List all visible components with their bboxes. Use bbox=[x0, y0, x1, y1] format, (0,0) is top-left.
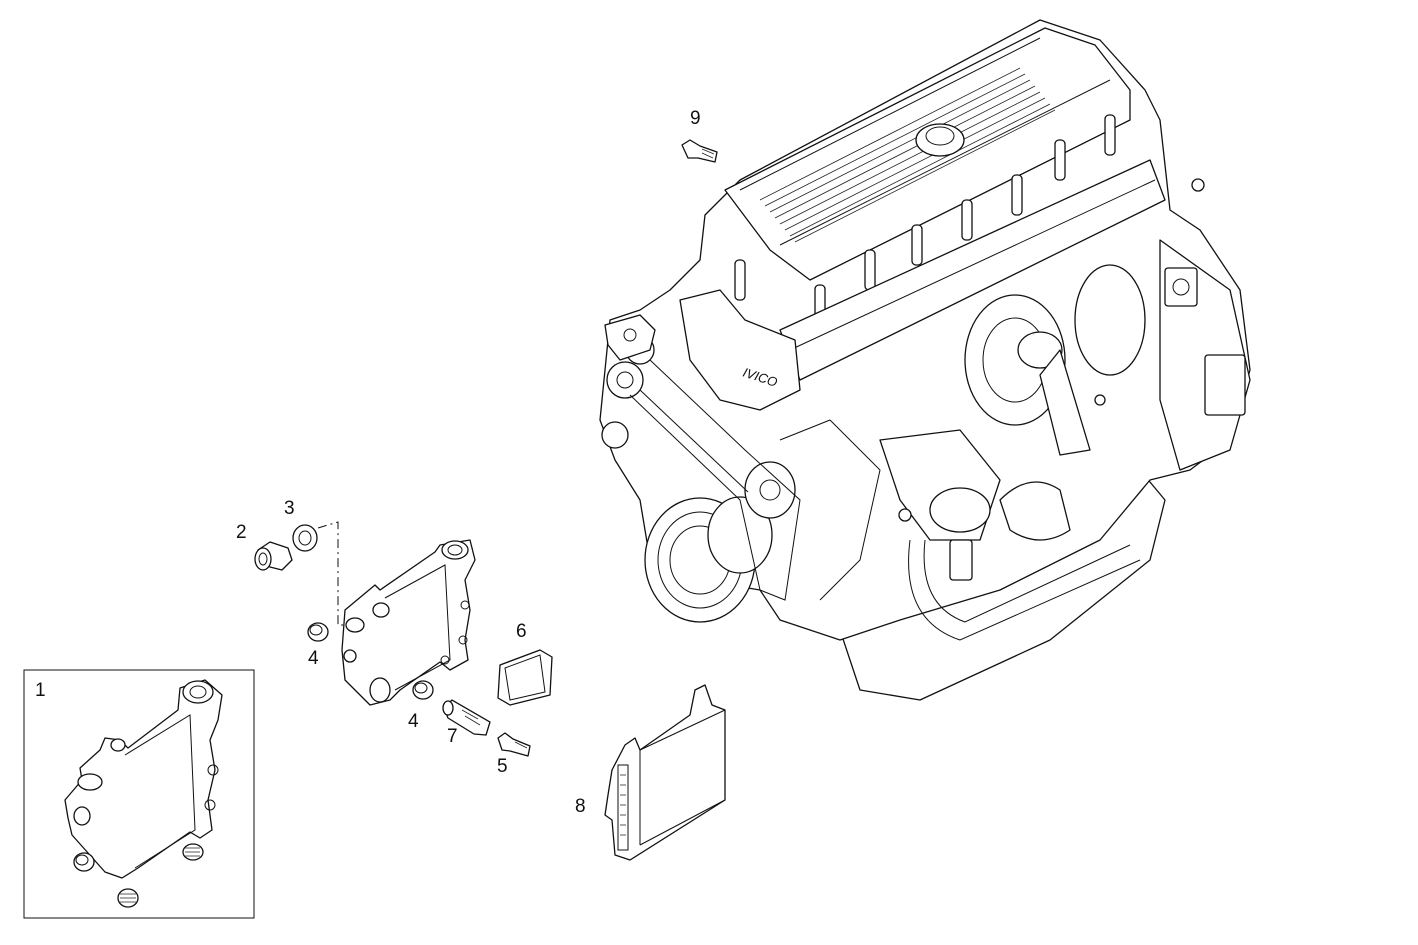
part-1-inset-frame bbox=[23, 669, 255, 919]
callout-8: 8 bbox=[575, 796, 586, 817]
callout-2: 2 bbox=[236, 522, 247, 543]
callout-5: 5 bbox=[497, 756, 508, 777]
callout-6: 6 bbox=[516, 621, 527, 642]
callout-4-upper: 4 bbox=[308, 648, 319, 669]
part-4-plug-upper bbox=[307, 622, 329, 642]
part-8-ecu bbox=[604, 684, 726, 861]
coolant-fitting bbox=[1191, 178, 1205, 192]
engine-assembly: IVICO bbox=[599, 19, 1251, 701]
part-9-screw bbox=[681, 139, 718, 163]
part-3-seal-ring bbox=[292, 524, 318, 552]
exhaust-pipe bbox=[999, 481, 1071, 541]
callout-3: 3 bbox=[284, 498, 295, 519]
coolant-hose bbox=[908, 539, 1141, 641]
part-7-sensor bbox=[442, 699, 491, 736]
callout-4-lower: 4 bbox=[408, 711, 419, 732]
injector-pipes bbox=[734, 114, 1116, 326]
turbocharger bbox=[964, 264, 1146, 456]
thermostat-housing bbox=[679, 289, 801, 411]
drive-belt bbox=[629, 359, 801, 601]
part-1-plug-right bbox=[182, 843, 204, 861]
heat-exchanger-housing bbox=[341, 539, 476, 706]
rocker-cover-ribs bbox=[759, 67, 1056, 243]
callout-1: 1 bbox=[35, 680, 46, 701]
oil-filler-cap bbox=[915, 123, 965, 157]
engine-mount-front bbox=[604, 314, 656, 361]
part-1-plug-left bbox=[73, 852, 95, 872]
part-1-plug-bottom bbox=[117, 888, 139, 908]
callout-9: 9 bbox=[690, 108, 701, 129]
flywheel-housing bbox=[1159, 239, 1251, 471]
part-6-gasket bbox=[497, 649, 553, 706]
part-1-assembly bbox=[64, 679, 223, 879]
part-5-screw bbox=[497, 732, 531, 757]
crankshaft-pulley bbox=[644, 496, 773, 623]
part-4-plug-lower bbox=[412, 680, 434, 700]
part-2-union bbox=[254, 541, 293, 571]
callout-7: 7 bbox=[447, 726, 458, 747]
